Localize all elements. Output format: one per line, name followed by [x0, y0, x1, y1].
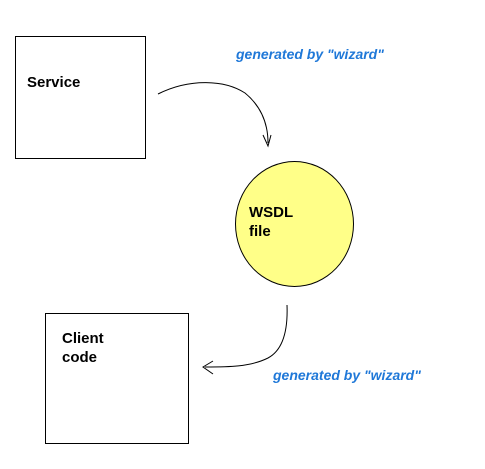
client-code-box: Client code: [45, 313, 189, 444]
wsdl-file-circle: WSDL file: [235, 161, 354, 287]
service-label: Service: [27, 74, 81, 91]
annotation-bottom: generated by "wizard": [273, 367, 421, 383]
wsdl-file-label: WSDL file: [249, 204, 294, 240]
service-box: Service: [15, 36, 146, 159]
annotation-top: generated by "wizard": [236, 46, 384, 62]
wsdl-to-client-arrow: [204, 304, 288, 368]
wsdl-to-client-arrowhead: [202, 360, 214, 375]
service-to-wsdl-arrow: [157, 82, 269, 144]
service-to-wsdl-arrowhead: [262, 134, 272, 148]
client-code-label: Client code: [62, 330, 104, 366]
